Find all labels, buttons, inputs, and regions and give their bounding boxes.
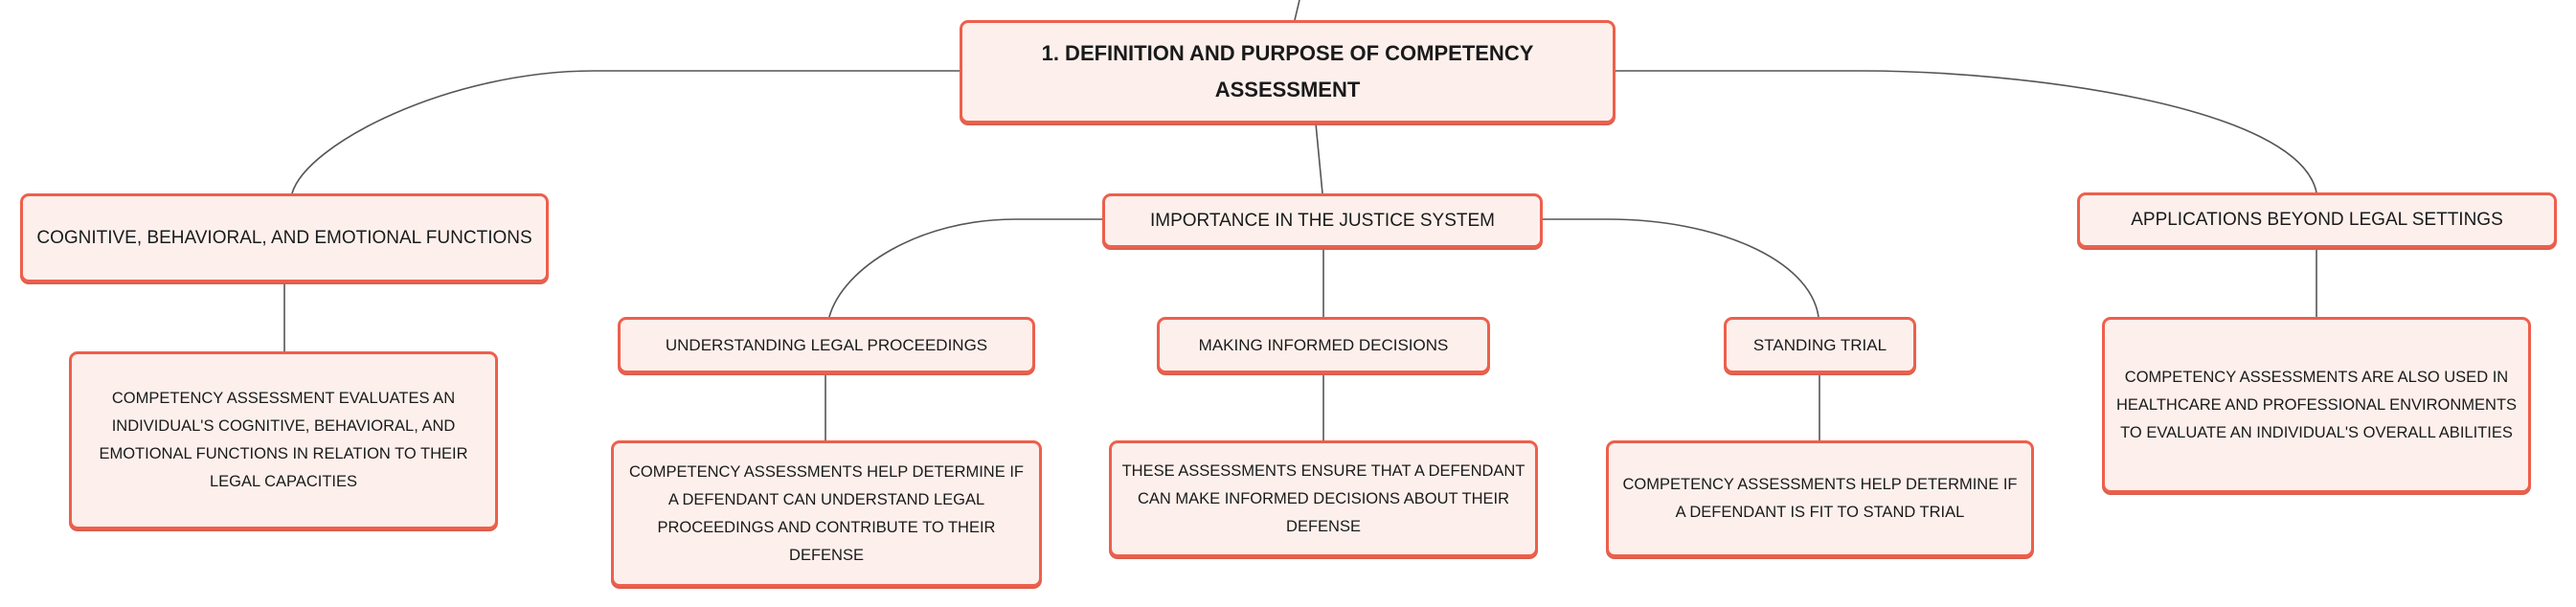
detail-text: Competency assessment evaluates an indiv… xyxy=(99,390,468,490)
topic-cognitive-functions[interactable]: Cognitive, Behavioral, and Emotional Fun… xyxy=(20,193,549,282)
topic-applications-beyond-legal[interactable]: Applications Beyond Legal Settings xyxy=(2077,192,2557,248)
root-label: 1. Definition and Purpose of Competency … xyxy=(1041,41,1534,101)
subtopic-label: Standing Trial xyxy=(1752,335,1887,354)
connector-parent-root xyxy=(1294,0,1300,21)
detail-standing-trial[interactable]: Competency assessments help determine if… xyxy=(1606,440,2034,557)
subtopic-understanding-proceedings[interactable]: Understanding Legal Proceedings xyxy=(618,317,1035,373)
connector-importance-standing xyxy=(1543,218,1819,318)
detail-cognitive-functions[interactable]: Competency assessment evaluates an indiv… xyxy=(69,351,498,529)
subtopic-label: Making Informed Decisions xyxy=(1198,335,1449,354)
detail-text: Competency assessments help determine if… xyxy=(1622,476,2018,521)
root-node[interactable]: 1. Definition and Purpose of Competency … xyxy=(960,20,1616,124)
topic-label: Cognitive, Behavioral, and Emotional Fun… xyxy=(36,227,532,248)
detail-making-decisions[interactable]: These assessments ensure that a defendan… xyxy=(1109,440,1538,557)
connector-importance-understanding xyxy=(828,218,1102,318)
detail-text: These assessments ensure that a defendan… xyxy=(1121,461,1525,535)
detail-applications-beyond-legal[interactable]: Competency assessments are also used in … xyxy=(2102,317,2531,493)
connector-root-applications xyxy=(1616,70,2317,193)
detail-text: Competency assessments help determine if… xyxy=(629,462,1024,564)
detail-understanding-proceedings[interactable]: Competency assessments help determine if… xyxy=(611,440,1042,587)
subtopic-making-decisions[interactable]: Making Informed Decisions xyxy=(1157,317,1490,373)
subtopic-standing-trial[interactable]: Standing Trial xyxy=(1724,317,1916,373)
detail-text: Competency assessments are also used in … xyxy=(2115,368,2518,441)
connector-root-cognitive xyxy=(291,70,960,194)
subtopic-label: Understanding Legal Proceedings xyxy=(665,335,988,354)
topic-label: Importance in the Justice System xyxy=(1150,210,1495,231)
topic-importance-justice[interactable]: Importance in the Justice System xyxy=(1102,193,1543,248)
topic-label: Applications Beyond Legal Settings xyxy=(2131,210,2503,230)
connector-root-importance xyxy=(1315,123,1323,194)
